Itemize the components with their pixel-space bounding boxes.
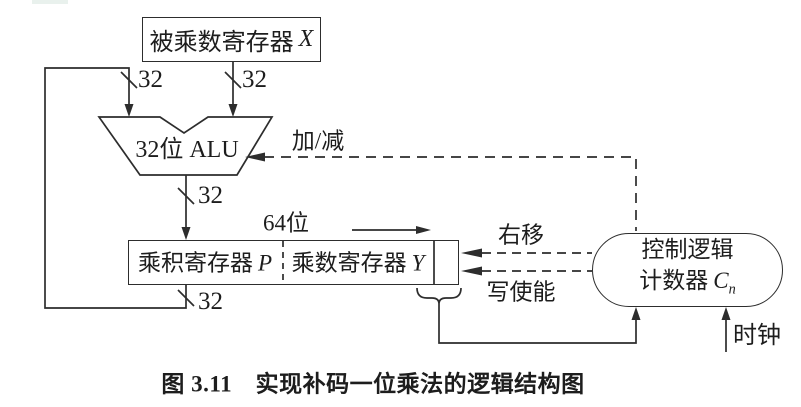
multiplier-register-var: Y [411, 250, 425, 276]
scan-artifact [32, 0, 68, 4]
product-register-var: P [257, 250, 273, 276]
shift-right-control-line [461, 248, 592, 258]
bus-width-alu-out: 32 [198, 182, 223, 209]
figure-caption: 图 3.11 实现补码一位乘法的逻辑结构图 [161, 371, 585, 397]
bus-width-product-out: 32 [198, 288, 223, 315]
write-enable-label: 写使能 [486, 279, 556, 305]
y0-brace [416, 287, 462, 305]
x-to-alu-bus [224, 62, 242, 117]
counter-var: Cn [713, 268, 736, 298]
bus-width-64-label: 64位 [263, 210, 309, 236]
multiplicand-register-label: 被乘数寄存器 [149, 30, 294, 56]
add-sub-label: 加/减 [291, 128, 345, 154]
shift-direction-arrow [352, 226, 431, 234]
write-enable-control-line [461, 266, 592, 276]
alu-label: 32位 ALU [135, 137, 239, 163]
multiplicand-register-box: 被乘数寄存器 X [142, 17, 321, 62]
clock-label: 时钟 [733, 323, 781, 349]
shift-right-label: 右移 [498, 222, 544, 248]
clock-input-line [721, 307, 731, 352]
bus-width-alu-right: 32 [242, 66, 267, 93]
alu-output-bus [177, 175, 195, 240]
multiplicand-register-var: X [298, 26, 314, 52]
y0-to-counter-line [438, 304, 641, 344]
control-counter-line1: 控制逻辑 [641, 237, 734, 263]
bus-width-alu-left: 32 [138, 66, 163, 93]
